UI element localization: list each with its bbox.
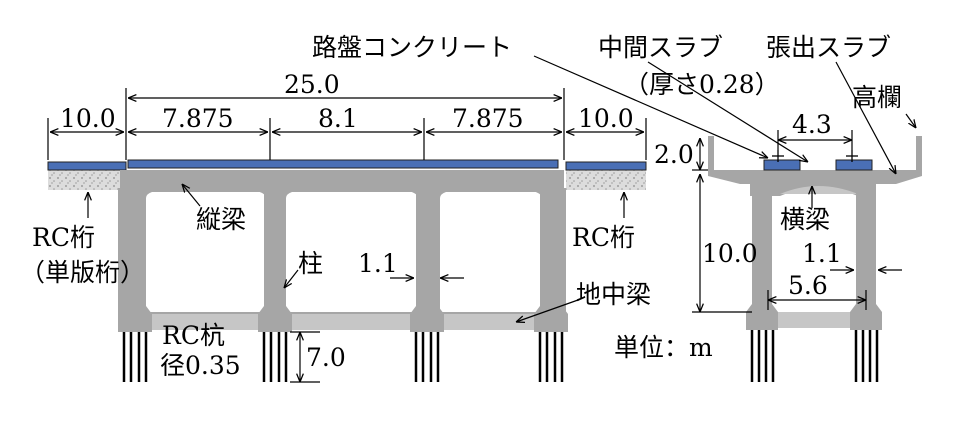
side-piles (122, 332, 564, 382)
section-leader-lines (533, 55, 916, 208)
section-ground-beam (772, 312, 856, 328)
side-footing-1 (118, 306, 152, 332)
label-rc-girder-right: RC桁 (572, 223, 635, 252)
left-rc-girder (48, 170, 126, 190)
side-opening-1 (146, 190, 272, 312)
label-rc-girder-left: RC桁 (32, 223, 95, 252)
label-ground-beam: 地中梁 (576, 280, 651, 309)
side-ground-beam (140, 314, 546, 330)
dim-right-girder: 10.0 (578, 104, 634, 133)
side-deck-slab (120, 170, 564, 192)
label-rc-pile: RC杭 (162, 321, 225, 350)
label-cross-beam: 横梁 (780, 205, 830, 234)
section-column-left (752, 184, 772, 312)
label-overhang-slab: 張出スラブ (766, 33, 891, 62)
side-column-1 (124, 186, 146, 314)
section-deck (708, 170, 922, 184)
section-footing-left (746, 304, 778, 330)
label-road-concrete: 路盤コンクリート (312, 33, 512, 62)
dim-span-1: 7.875 (162, 104, 234, 133)
side-track-slab (127, 159, 559, 169)
section-track-slab-left (763, 159, 801, 171)
section-piles (750, 330, 879, 382)
section-railing-left (708, 136, 714, 172)
side-leader-lines (88, 184, 624, 322)
side-column-2 (264, 186, 286, 314)
label-slab-girder-note: （単版桁） (20, 258, 145, 287)
dim-column-width-side: 1.1 (358, 249, 398, 278)
dim-column-width-section: 1.1 (802, 239, 842, 268)
section-cross-beam (750, 182, 876, 196)
section-railing-right (916, 136, 922, 172)
cross-section-view: 路盤コンクリート 中間スラブ 張出スラブ （厚さ0.28） 高欄 4.3 2.0… (312, 33, 922, 382)
section-cross-beam-light (780, 186, 858, 194)
dim-span-2: 8.1 (318, 104, 358, 133)
label-column: 柱 (298, 249, 323, 278)
label-middle-slab: 中間スラブ (598, 33, 723, 62)
side-opening-2 (286, 190, 424, 312)
section-column-right (856, 184, 876, 312)
side-view: 25.0 10.0 7.875 8.1 7.875 10.0 1.1 7.0 R… (20, 70, 651, 383)
dim-pile-length: 7.0 (306, 343, 346, 372)
side-column-4 (540, 186, 562, 314)
section-dimension-lines (692, 130, 902, 313)
label-unit: 単位：m (614, 333, 713, 362)
section-footing-right (850, 304, 882, 330)
section-track-slab-right (835, 159, 873, 171)
dim-deck-height: 2.0 (654, 140, 694, 169)
label-longitudinal-beam: 縦梁 (196, 205, 246, 234)
side-haunch-band (118, 188, 566, 192)
dim-total-length: 25.0 (284, 70, 340, 99)
right-track-slab (565, 161, 647, 171)
dim-column-spacing: 5.6 (788, 271, 828, 300)
side-dimension-lines (47, 88, 647, 383)
dim-left-girder: 10.0 (60, 104, 116, 133)
side-column-3 (416, 186, 438, 314)
dim-slab-gap: 4.3 (792, 110, 832, 139)
side-footing-2 (258, 306, 292, 332)
dim-frame-height: 10.0 (702, 239, 758, 268)
dim-span-3: 7.875 (452, 104, 524, 133)
section-track-centers (772, 150, 858, 162)
label-railing: 高欄 (852, 83, 902, 112)
side-footing-3 (410, 306, 444, 332)
label-pile-diameter: 径0.35 (160, 351, 241, 380)
right-rc-girder (566, 170, 646, 190)
label-middle-slab-thickness: （厚さ0.28） (624, 70, 780, 99)
left-track-slab (47, 161, 127, 171)
side-opening-3 (440, 190, 548, 312)
